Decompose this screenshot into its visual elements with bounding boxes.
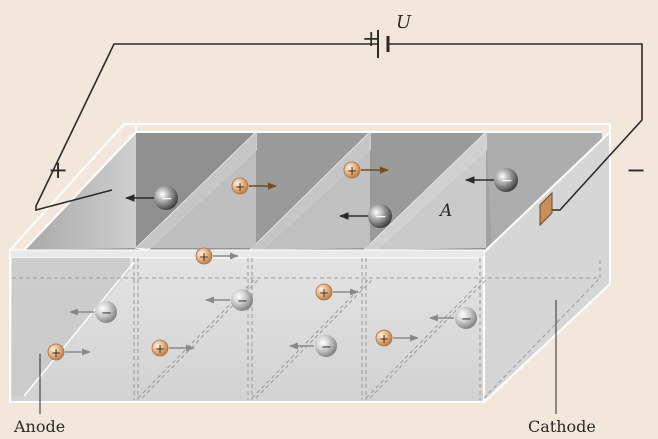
svg-text:−: − bbox=[375, 209, 387, 225]
anode-label: Anode bbox=[13, 417, 65, 436]
negative-ion-4: − bbox=[69, 301, 117, 323]
region-label: A bbox=[438, 201, 452, 221]
positive-ion-7: + bbox=[375, 329, 419, 347]
negative-ion-5: − bbox=[205, 289, 253, 311]
ions: − − − + + + + bbox=[47, 161, 518, 361]
negative-ion-1: − bbox=[125, 186, 178, 210]
positive-ion-2: + bbox=[343, 161, 389, 179]
svg-text:−: − bbox=[321, 340, 332, 355]
positive-ion-1: + bbox=[231, 177, 277, 195]
tank-front bbox=[9, 129, 611, 405]
svg-text:−: − bbox=[237, 294, 248, 309]
svg-text:−: − bbox=[461, 312, 472, 327]
svg-text:+: + bbox=[319, 286, 329, 300]
battery-plus-label: + bbox=[362, 27, 380, 52]
svg-text:+: + bbox=[235, 180, 245, 194]
voltage-label: U bbox=[396, 12, 412, 33]
minus-terminal-label: − bbox=[626, 156, 646, 184]
circuit bbox=[35, 30, 643, 212]
positive-ion-6: + bbox=[151, 339, 195, 357]
svg-text:+: + bbox=[199, 250, 209, 264]
anode-plate bbox=[12, 258, 130, 396]
wire-right bbox=[388, 43, 643, 211]
svg-text:+: + bbox=[379, 332, 389, 346]
plus-terminal-label: + bbox=[48, 156, 68, 184]
negative-ion-3: − bbox=[465, 168, 518, 192]
svg-text:−: − bbox=[101, 306, 112, 321]
svg-text:+: + bbox=[51, 346, 61, 360]
positive-ion-5: + bbox=[47, 343, 91, 361]
svg-text:−: − bbox=[501, 173, 513, 189]
wire-left bbox=[35, 43, 378, 212]
cathode-label: Cathode bbox=[528, 417, 596, 436]
ion-symbol: − bbox=[161, 191, 173, 207]
negative-ion-2: − bbox=[339, 204, 392, 228]
negative-ion-7: − bbox=[429, 307, 477, 329]
negative-ion-6: − bbox=[289, 335, 337, 357]
positive-ion-4: + bbox=[315, 283, 359, 301]
svg-text:+: + bbox=[347, 164, 357, 178]
cathode-electrode bbox=[539, 191, 553, 227]
svg-text:+: + bbox=[155, 342, 165, 356]
positive-ion-3: + bbox=[195, 247, 239, 265]
